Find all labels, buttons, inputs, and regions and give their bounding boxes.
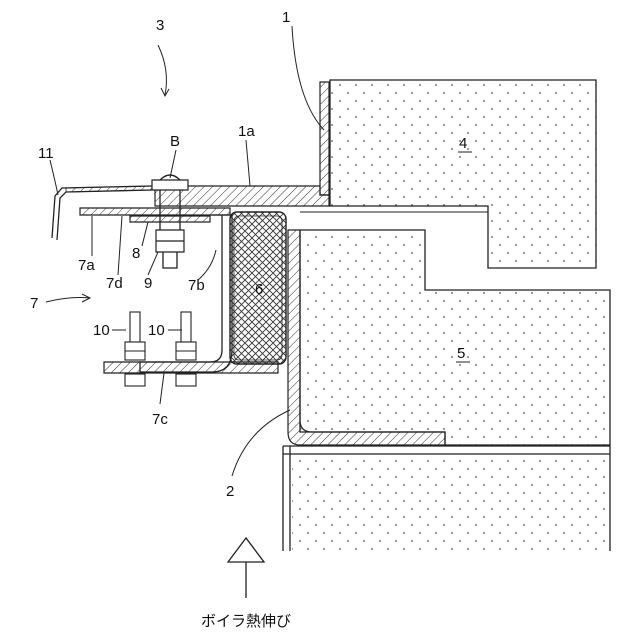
leader-7c — [160, 373, 164, 404]
leader-7d — [118, 216, 122, 275]
label-9: 9 — [144, 275, 152, 292]
expansion-arrow-icon — [228, 538, 264, 598]
leader-b — [170, 150, 176, 178]
bolt-b-tail — [163, 252, 177, 268]
label-b: B — [170, 133, 180, 150]
label-6: 6 — [255, 281, 263, 298]
label-7d: 7d — [106, 275, 123, 292]
label-7c: 7c — [152, 411, 168, 428]
leader-11 — [50, 160, 58, 195]
label-10-right: 10 — [148, 322, 165, 339]
bracket-7a-flange — [80, 208, 230, 215]
leader-9 — [148, 252, 158, 275]
label-7b: 7b — [188, 277, 205, 294]
leader-3 — [158, 45, 166, 95]
label-7a: 7a — [78, 257, 95, 274]
leader-7b — [198, 250, 216, 280]
label-2: 2 — [226, 483, 234, 500]
nut-9 — [156, 230, 184, 252]
member-1-lower-edge — [300, 206, 488, 212]
label-10-left: 10 — [93, 322, 110, 339]
cover-plate-11-fill — [66, 186, 152, 192]
label-7: 7 — [30, 295, 38, 312]
thermal-expansion-caption: ボイラ熱伸び — [201, 612, 291, 630]
bolt-10-right — [176, 312, 196, 386]
leader-2 — [232, 410, 290, 476]
insulation-block-lower-fill — [292, 456, 608, 551]
label-4: 4 — [459, 135, 467, 152]
label-3: 3 — [156, 17, 164, 34]
label-5: 5 — [457, 345, 465, 362]
label-1a: 1a — [238, 123, 255, 140]
leader-1a — [246, 140, 250, 186]
leader-8 — [142, 222, 148, 246]
member-1-vertical — [320, 82, 329, 195]
label-8: 8 — [132, 245, 140, 262]
label-11: 11 — [38, 145, 54, 162]
label-1: 1 — [282, 9, 290, 26]
leader-1 — [292, 26, 324, 130]
bolt-b-head — [152, 180, 188, 190]
washer-plate-8 — [130, 216, 210, 222]
bolt-10-left — [125, 312, 145, 386]
